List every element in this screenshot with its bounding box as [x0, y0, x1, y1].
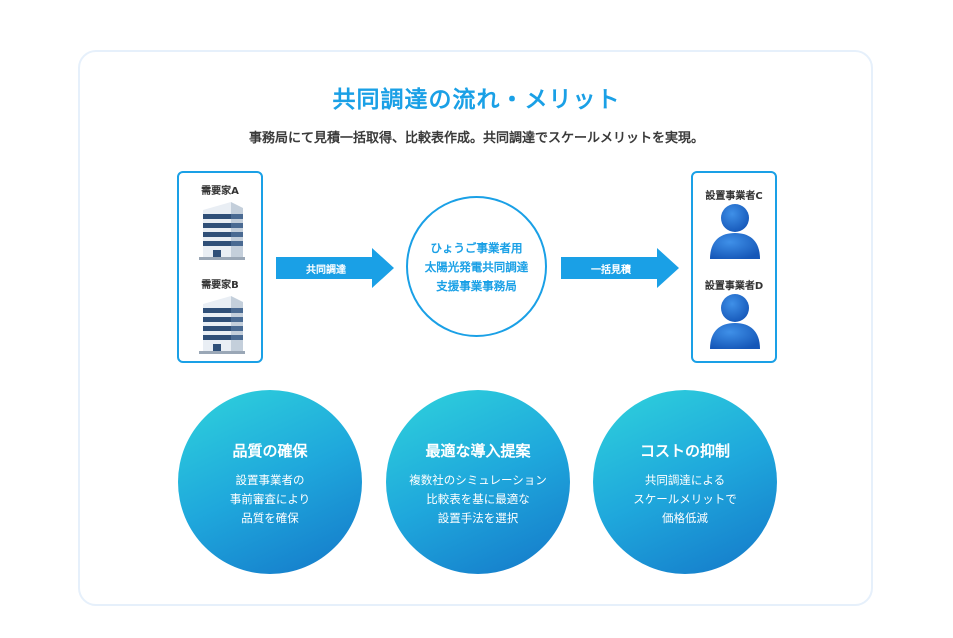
merit-cost: コストの抑制 共同調達による スケールメリットで 価格低減	[593, 390, 777, 574]
installers-panel: 設置事業者C 設置事業者D	[691, 171, 777, 363]
merit-line: 設置手法を選択	[437, 511, 519, 525]
arrow-label-joint-procurement: 共同調達	[306, 265, 346, 276]
merit-line: 共同調達による	[644, 473, 726, 487]
person-icon	[710, 294, 760, 349]
installer-d-label: 設置事業者D	[704, 281, 764, 292]
flow-arrow-right	[561, 248, 679, 288]
buyer-b-label: 需要家B	[201, 280, 239, 291]
merit-line: 価格低減	[662, 511, 708, 525]
merit-line: 比較表を基に最適な	[426, 492, 530, 506]
secretariat-circle: ひょうご事業者用 太陽光発電共同調達 支援事業事務局	[406, 196, 547, 337]
installer-c-label: 設置事業者C	[705, 191, 763, 202]
secretariat-line-3: 支援事業事務局	[436, 279, 517, 293]
building-icon	[199, 202, 245, 260]
merit-title: コストの抑制	[639, 442, 730, 460]
merit-line: 複数社のシミュレーション	[409, 473, 547, 487]
merit-title: 最適な導入提案	[425, 442, 531, 460]
secretariat-line-2: 太陽光発電共同調達	[424, 260, 529, 274]
merit-title: 品質の確保	[232, 442, 308, 460]
page-title: 共同調達の流れ・メリット	[332, 87, 621, 113]
merit-proposal: 最適な導入提案 複数社のシミュレーション 比較表を基に最適な 設置手法を選択	[386, 390, 570, 574]
arrow-label-bulk-quote: 一括見積	[591, 265, 631, 276]
merit-line: 品質を確保	[241, 511, 299, 525]
buyers-panel: 需要家A 需要家B	[177, 171, 263, 363]
merit-quality: 品質の確保 設置事業者の 事前審査により 品質を確保	[178, 390, 362, 574]
page-subtitle: 事務局にて見積一括取得、比較表作成。共同調達でスケールメリットを実現。	[248, 131, 704, 146]
person-icon	[710, 204, 760, 259]
secretariat-line-1: ひょうご事業者用	[430, 241, 523, 255]
buyer-a-label: 需要家A	[201, 186, 239, 197]
merit-line: 事前審査により	[229, 492, 311, 506]
building-icon	[199, 296, 245, 354]
flow-arrow-left	[276, 248, 394, 288]
merit-line: スケールメリットで	[633, 492, 737, 506]
merit-line: 設置事業者の	[235, 473, 305, 487]
